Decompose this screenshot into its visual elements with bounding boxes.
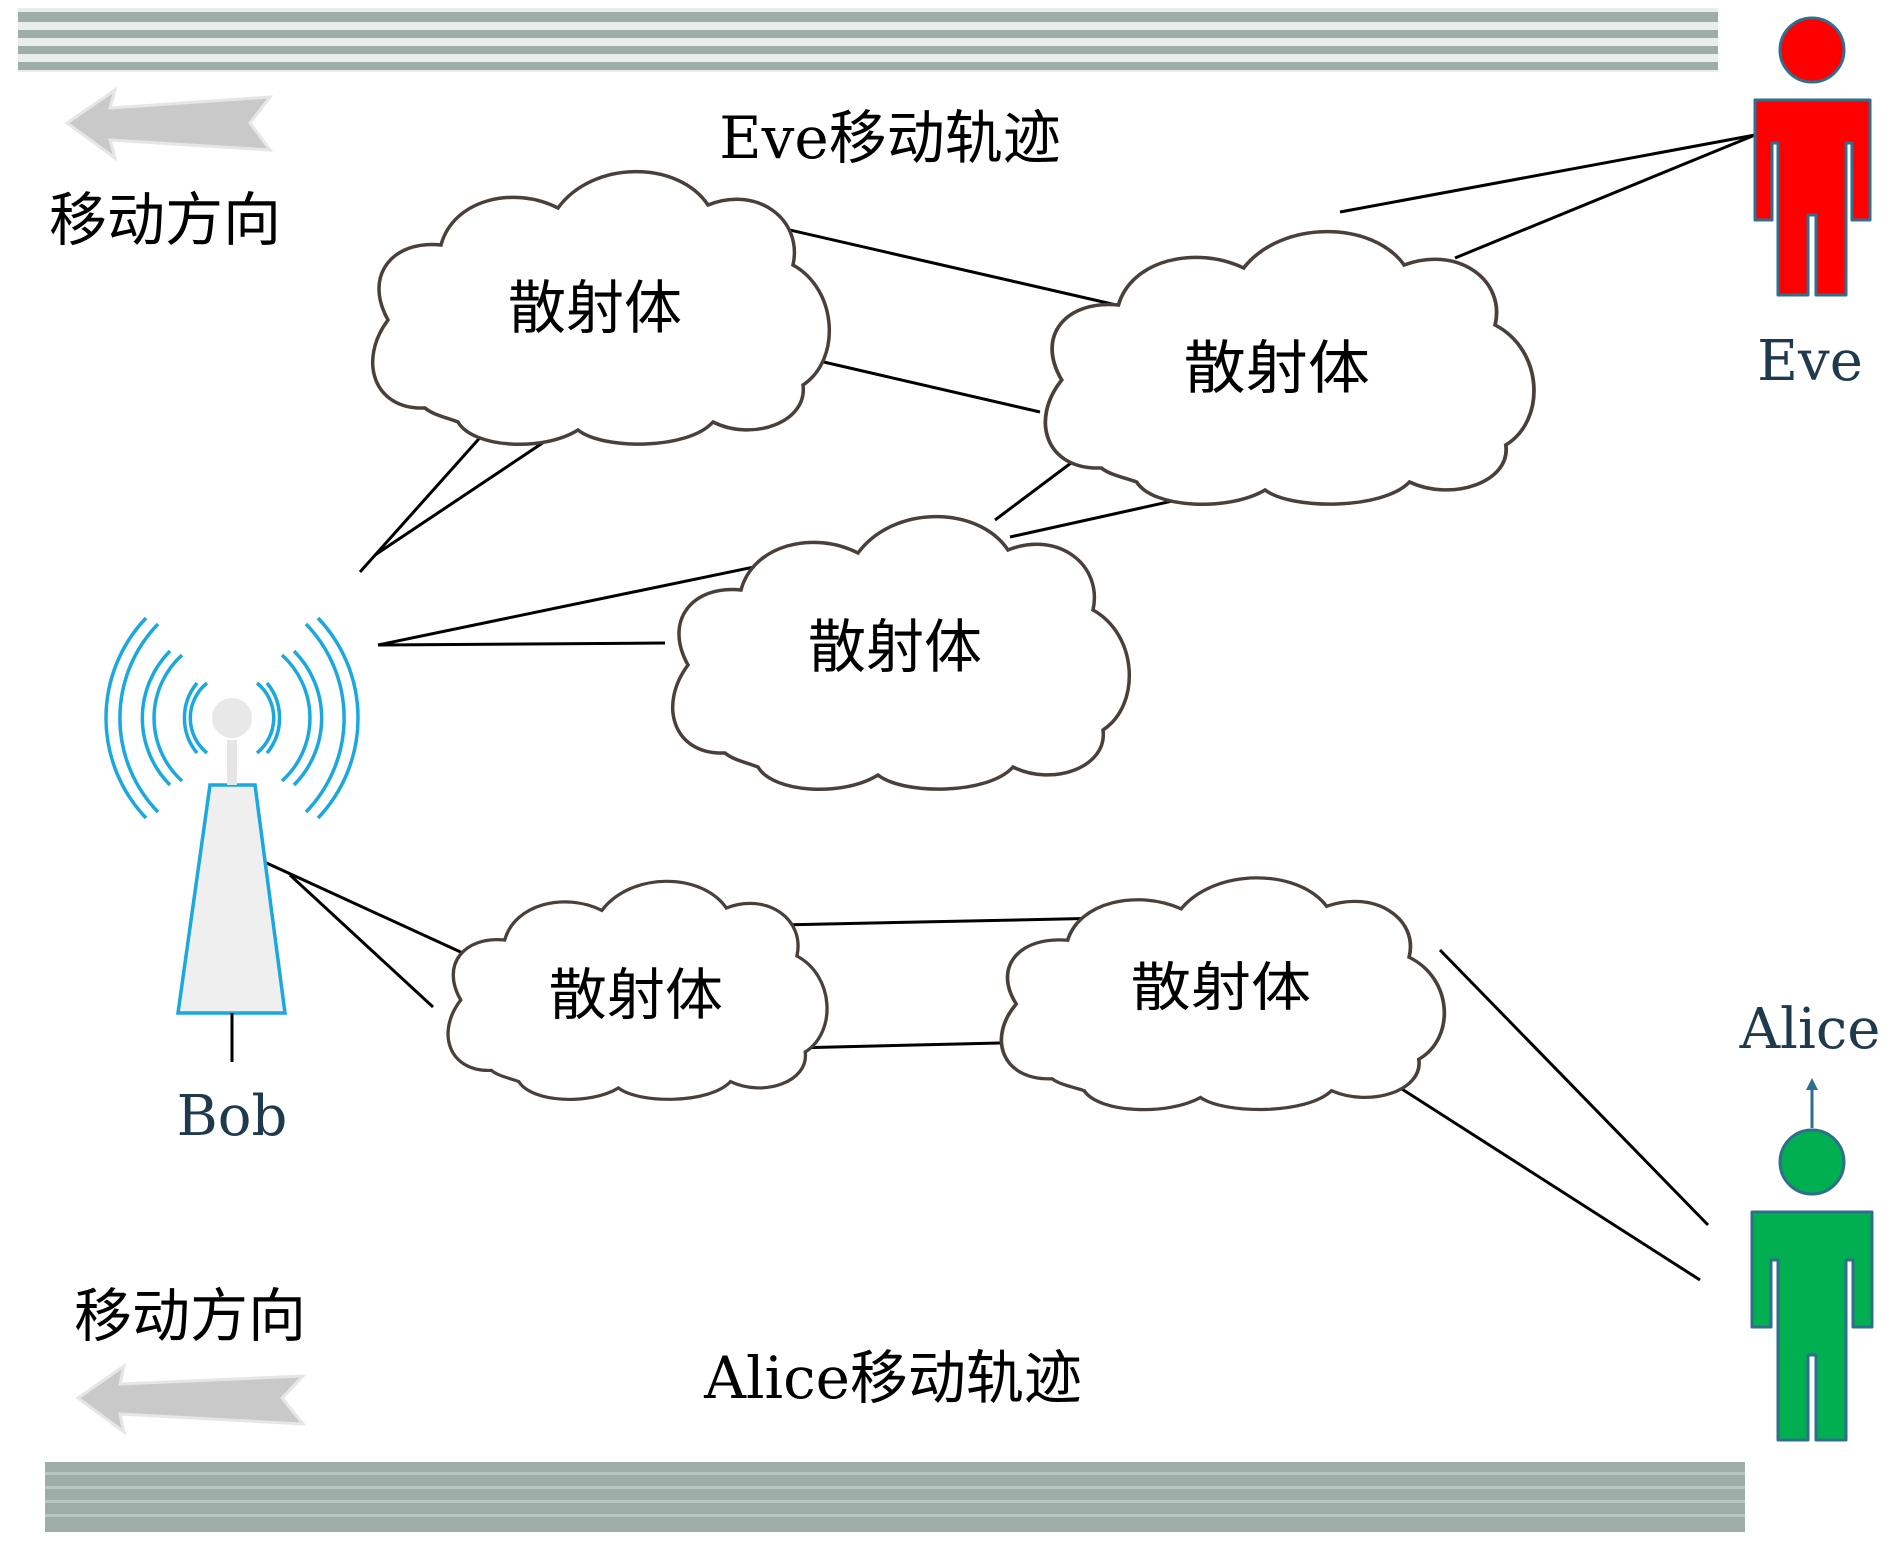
scatterer-label: 散射体 [508, 274, 682, 342]
alice-track-label: Alice移动轨迹 [703, 1344, 1082, 1412]
eve-person-icon [1753, 16, 1872, 297]
eve-track-label: Eve移动轨迹 [719, 104, 1060, 172]
scatterer-cloud-1: 散射体 [370, 169, 832, 447]
scatterer-label: 散射体 [549, 963, 723, 1028]
bob-name-label: Bob [177, 1084, 288, 1149]
alice-name-label: Alice [1739, 997, 1881, 1062]
scatterer-cloud-2: 散射体 [1043, 229, 1536, 507]
alice-road [45, 1462, 1745, 1532]
left-arrow-icon [75, 1362, 307, 1436]
scatterer-label: 散射体 [1184, 335, 1370, 403]
eve-name-label: Eve [1757, 329, 1863, 394]
move-direction-label-bottom: 移动方向 [74, 1282, 306, 1350]
left-arrow-icon [64, 86, 274, 162]
move-direction-label-top: 移动方向 [49, 186, 281, 254]
scatterer-cloud-4: 散射体 [446, 879, 829, 1102]
scatterer-cloud-5: 散射体 [999, 876, 1447, 1112]
scatterer-cloud-3: 散射体 [670, 514, 1132, 792]
bob-antenna-icon [104, 616, 360, 1062]
scatterer-label: 散射体 [808, 613, 982, 681]
eve-road [18, 8, 1718, 72]
scatterer-label: 散射体 [1131, 958, 1311, 1019]
propagation-paths [259, 133, 1756, 1282]
alice-person-icon [1750, 1078, 1874, 1442]
